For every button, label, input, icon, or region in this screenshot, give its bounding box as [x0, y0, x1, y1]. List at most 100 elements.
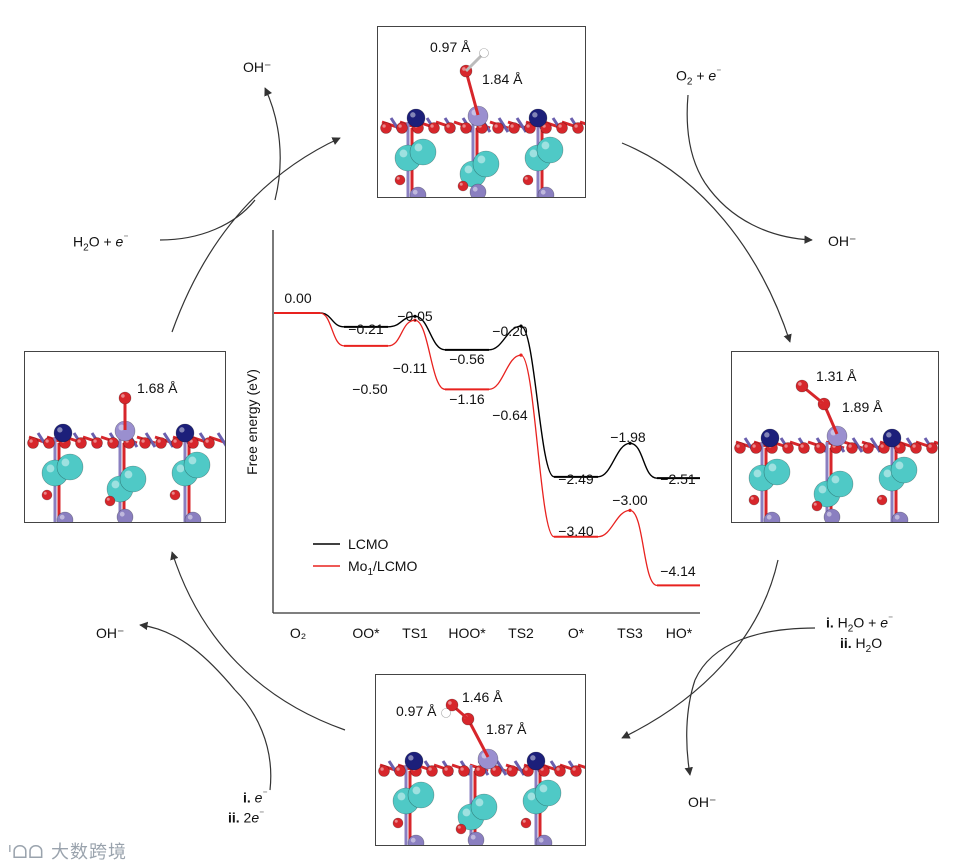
data-value-label: −2.51 [660, 471, 696, 487]
atom-highlight [430, 124, 434, 128]
data-value-label: −1.98 [610, 429, 646, 445]
atom-highlight [816, 444, 820, 448]
atom-highlight [59, 514, 65, 520]
bond [464, 53, 484, 73]
bond-length-label: 1.89 Å [842, 399, 883, 415]
atom-highlight [380, 767, 384, 771]
atom-highlight [410, 837, 416, 843]
cycle-arrow-right-to-bottom [621, 559, 779, 739]
side-arrow-o2-in-top-right [686, 94, 706, 184]
legend-label-mo1-lcmo: Mo1/LCMO [348, 558, 417, 578]
atom-highlight [556, 767, 560, 771]
atom-structure-top [380, 48, 585, 197]
oxygen-atom [554, 765, 566, 777]
data-value-label: −3.00 [612, 492, 648, 508]
manganese-atom [175, 423, 195, 443]
oxygen-atom [846, 442, 858, 454]
y-axis-label: Free energy (eV) [244, 369, 260, 475]
data-value-label: −0.21 [348, 321, 384, 337]
atom-highlight [77, 439, 81, 443]
calcium-atom [467, 831, 485, 845]
calcium-atom [116, 508, 134, 522]
atom-structure-bottom [378, 698, 585, 845]
atom-highlight [111, 480, 120, 489]
atom-highlight [572, 767, 576, 771]
atom-highlight [109, 439, 113, 443]
bond [162, 432, 175, 448]
atom-highlight [179, 427, 185, 433]
ts-peak-point [628, 508, 632, 512]
manganese-atom [528, 108, 548, 128]
label-h2o-in-top-left: H2O + e⁻ [73, 233, 129, 254]
bond [464, 70, 480, 116]
atom-highlight [510, 124, 514, 128]
bond [216, 432, 225, 447]
atom-highlight [141, 439, 145, 443]
oxygen-atom [876, 494, 888, 506]
lanthanum-atom [536, 136, 564, 164]
side-arrow-h2o-in-right [694, 627, 816, 681]
oxygen-atom [203, 437, 215, 449]
oxygen-atom [782, 442, 794, 454]
atom-highlight [766, 514, 772, 520]
atom-highlight [750, 496, 754, 500]
manganese-atom [406, 108, 426, 128]
atom-highlight [736, 444, 740, 448]
atom-highlight [831, 475, 840, 484]
label-h2o-in-right-2: ii. H2O [840, 635, 883, 655]
atom-highlight [397, 792, 406, 801]
oxygen-atom [41, 489, 53, 501]
atom-highlight [895, 461, 904, 470]
lanthanum-atom [119, 465, 147, 493]
atom-highlight [878, 496, 882, 500]
x-tick-label: TS1 [402, 625, 428, 641]
atom-highlight [412, 189, 418, 195]
cycle-arrow-left-to-top [171, 137, 341, 333]
calcium-atom [469, 183, 487, 197]
bond [579, 120, 585, 126]
side-arrow-oh-out-top-right [704, 182, 813, 244]
oxygen-atom [492, 122, 504, 134]
atom-highlight [492, 767, 496, 771]
lanthanum-atom [534, 779, 562, 807]
oxygen-atom [798, 442, 810, 454]
atom-highlight [188, 456, 197, 465]
atom-highlight [752, 444, 756, 448]
label-e-in-bottom-left-2: ii. 2e⁻ [228, 809, 265, 826]
atom-highlight [527, 792, 536, 801]
atom-highlight [398, 124, 402, 128]
atom-highlight [124, 470, 133, 479]
lanthanum-atom [890, 456, 918, 484]
lanthanum-atom [826, 470, 854, 498]
label-oh-out-bottom-right: OH⁻ [688, 794, 717, 810]
data-value-label: −4.14 [660, 563, 696, 579]
hydrogen-atom [479, 48, 489, 58]
label-o2-in-top-right: O2 + e⁻ [676, 67, 722, 88]
lanthanum-atom [472, 150, 500, 178]
atom-highlight [481, 50, 484, 53]
hydrogen-atom [441, 708, 451, 718]
atom-structure-left [27, 391, 225, 522]
oxygen-atom [378, 765, 390, 777]
oxygen-atom [118, 391, 132, 405]
bond [851, 437, 864, 453]
atom-highlight [532, 112, 538, 118]
oxygen-atom [394, 765, 406, 777]
atom-highlight [171, 491, 175, 495]
structure-panel-left: 1.68 Å [24, 351, 226, 523]
atom-highlight [753, 469, 762, 478]
atom-highlight [121, 394, 125, 398]
atom-highlight [46, 464, 55, 473]
molybdenum-atom [467, 105, 489, 127]
value-labels: 0.00−0.21−0.05−0.56−0.20−2.49−1.98−2.51−… [284, 290, 696, 579]
atom-highlight [928, 444, 932, 448]
bond-length-label: 0.97 Å [396, 703, 437, 719]
atom-highlight [187, 514, 193, 520]
label-oh-out-top-left: OH⁻ [243, 59, 272, 75]
atom-highlight [477, 155, 486, 164]
molybdenum-atom [477, 748, 499, 770]
structure-panel-right: 1.31 Å 1.89 Å [731, 351, 939, 523]
atom-highlight [157, 439, 161, 443]
legend-label-lcmo: LCMO [348, 536, 389, 552]
